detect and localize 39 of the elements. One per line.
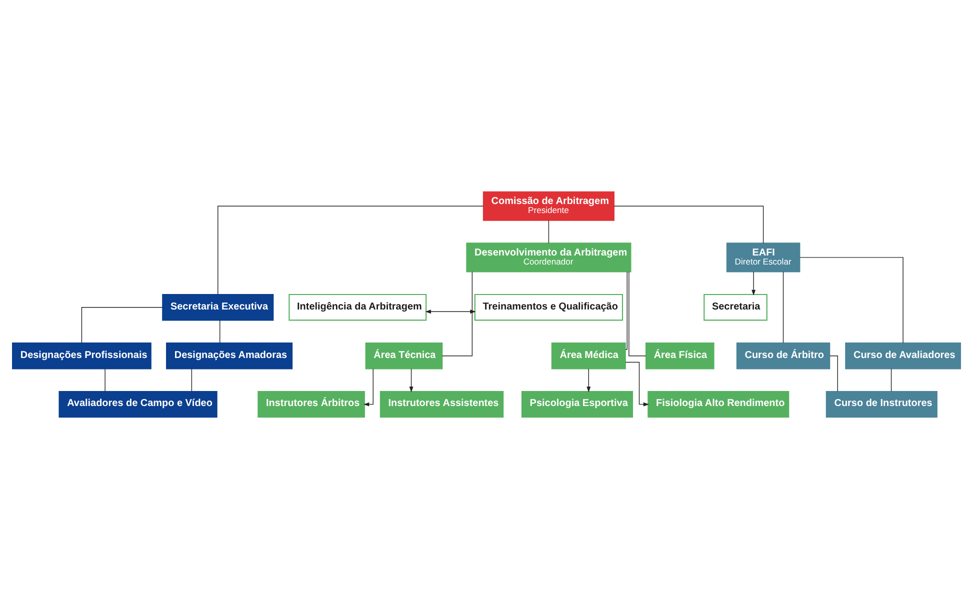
node-box: Instrutores Árbitros bbox=[258, 390, 365, 418]
connector bbox=[890, 368, 892, 392]
connector bbox=[782, 270, 784, 343]
node-box: Secretaria Executiva bbox=[162, 293, 274, 320]
node-box: Área Técnica bbox=[365, 342, 443, 369]
connector bbox=[81, 306, 163, 343]
node-box: Curso de Instrutores bbox=[826, 390, 938, 418]
node-box: Curso de Árbitro bbox=[736, 342, 830, 369]
node-box: Fisiologia Alto Rendimento bbox=[648, 390, 790, 418]
arrow bbox=[409, 368, 414, 392]
node-box: Comissão de Arbitragem Presidente bbox=[482, 190, 614, 220]
connector bbox=[628, 270, 646, 356]
node-box: EAFI Diretor Escolar bbox=[726, 242, 800, 272]
node-box: Psicologia Esportiva bbox=[521, 390, 634, 418]
node-box: Secretaria bbox=[704, 293, 768, 320]
arrow bbox=[625, 361, 650, 406]
node-box: Área Física bbox=[646, 342, 714, 369]
connector bbox=[548, 220, 550, 243]
node-box: Designações Profissionais bbox=[12, 342, 152, 369]
connector bbox=[799, 256, 904, 343]
arrow bbox=[586, 368, 591, 392]
arrow bbox=[363, 368, 374, 406]
connector bbox=[625, 270, 628, 350]
connector bbox=[218, 205, 484, 294]
node-box: Curso de Avaliadores bbox=[845, 342, 961, 369]
connector bbox=[830, 354, 838, 392]
connector bbox=[104, 368, 106, 392]
node-box: Área Médica bbox=[551, 342, 626, 369]
connector bbox=[442, 270, 473, 356]
arrow bbox=[752, 271, 756, 296]
node-box: Treinamentos e Qualificação bbox=[474, 293, 624, 320]
arrow bbox=[425, 309, 476, 314]
node-box: Inteligência da Arbitragem bbox=[288, 293, 427, 320]
connector bbox=[191, 368, 192, 392]
node-box: Designações Amadoras bbox=[166, 342, 293, 369]
node-box: Instrutores Assistentes bbox=[380, 390, 504, 418]
connector bbox=[614, 205, 764, 243]
node-box: Avaliadores de Campo e Vídeo bbox=[58, 390, 218, 418]
node-box: Desenvolvimento da Arbitragem Coordenador bbox=[466, 242, 632, 272]
